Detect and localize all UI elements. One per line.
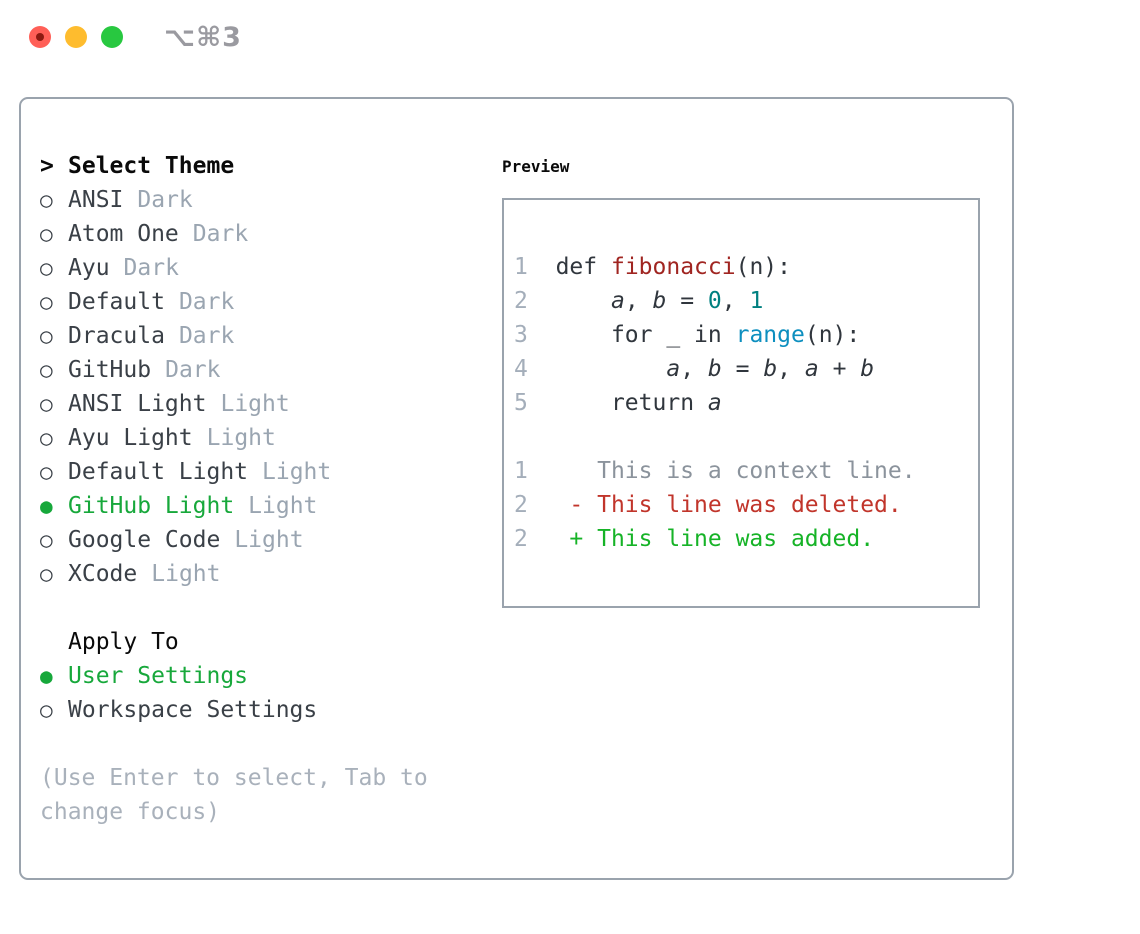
theme-option[interactable]: ○ Ayu Dark [40, 251, 495, 285]
apply-to-name: Workspace Settings [68, 697, 318, 723]
close-dot-icon [36, 33, 44, 41]
line-number: 2 [514, 288, 528, 314]
theme-option[interactable]: ○ Default Dark [40, 285, 495, 319]
theme-name: XCode [68, 561, 138, 587]
radio-icon: ○ [40, 426, 53, 450]
theme-variant-tag: Dark [123, 255, 179, 281]
code-line: 4 a, b = b, a + b [514, 356, 875, 382]
theme-variant-tag: Light [206, 425, 276, 451]
line-number: 1 [514, 254, 528, 280]
theme-option[interactable]: ● GitHub Light Light [40, 489, 495, 523]
line-number: 5 [514, 390, 528, 416]
theme-list: ○ ANSI Dark ○ Atom One Dark ○ Ayu Dark [40, 183, 495, 591]
theme-name: GitHub [68, 357, 152, 383]
code-line: 2 + This line was added. [514, 526, 875, 552]
preview-column: Preview 1 def fibonacci(n): 2 a, b = 0, 1… [502, 149, 1002, 608]
radio-icon: ○ [40, 528, 53, 552]
theme-variant-tag: Dark [192, 221, 249, 247]
line-number: 2 [514, 492, 528, 518]
line-number: 3 [514, 322, 528, 348]
radio-icon: ○ [40, 358, 53, 382]
apply-to-list: ● User Settings ○ Workspace Settings [40, 659, 495, 727]
radio-icon: ○ [40, 256, 53, 280]
preview-pane: 1 def fibonacci(n): 2 a, b = 0, 1 3 for _ … [502, 198, 980, 608]
line-number: 4 [514, 356, 528, 382]
line-number: 1 [514, 458, 528, 484]
radio-icon: ○ [40, 460, 53, 484]
hint-text: (Use Enter to select, Tab to change focu… [40, 765, 428, 825]
apply-to-option[interactable]: ○ Workspace Settings [40, 693, 495, 727]
theme-variant-tag: Dark [137, 187, 193, 213]
theme-name: Google Code [68, 527, 221, 553]
radio-icon: ○ [40, 562, 53, 586]
theme-option[interactable]: ○ XCode Light [40, 557, 495, 591]
radio-icon: ● [40, 664, 53, 688]
select-theme-title: Select Theme [68, 153, 235, 179]
theme-variant-tag: Light [248, 493, 318, 519]
theme-name: Dracula [68, 323, 165, 349]
theme-variant-tag: Light [151, 561, 221, 587]
apply-to-option[interactable]: ● User Settings [40, 659, 495, 693]
theme-option[interactable]: ○ Default Light Light [40, 455, 495, 489]
theme-variant-tag: Light [262, 459, 332, 485]
theme-name: Ayu [68, 255, 110, 281]
theme-variant-tag: Dark [178, 323, 235, 349]
theme-option[interactable]: ○ Ayu Light Light [40, 421, 495, 455]
theme-name: Default Light [68, 459, 249, 485]
apply-to-name: User Settings [68, 663, 249, 689]
radio-icon: ○ [40, 222, 53, 246]
radio-icon: ○ [40, 392, 53, 416]
preview-header: Preview [502, 149, 1002, 183]
theme-variant-tag: Light [234, 527, 304, 553]
radio-icon: ○ [40, 188, 53, 212]
code-line: 1 def fibonacci(n): [514, 254, 791, 280]
theme-picker-column: > Select Theme ○ ANSI Dark ○ Atom One Da… [40, 149, 495, 829]
theme-name: Atom One [68, 221, 179, 247]
code-line: 2 - This line was deleted. [514, 492, 902, 518]
minimize-button[interactable] [65, 26, 87, 48]
preview-title: Preview [502, 156, 570, 176]
radio-icon: ○ [40, 324, 53, 348]
theme-option[interactable]: ○ Atom One Dark [40, 217, 495, 251]
code-line: 2 a, b = 0, 1 [514, 288, 764, 314]
code-line: 5 return a [514, 390, 722, 416]
theme-name: GitHub Light [68, 493, 235, 519]
line-number: 2 [514, 526, 528, 552]
theme-option[interactable]: ○ ANSI Dark [40, 183, 495, 217]
theme-variant-tag: Dark [165, 357, 221, 383]
code-blank-line [514, 420, 968, 454]
select-theme-header: > Select Theme [40, 149, 495, 183]
theme-option[interactable]: ○ ANSI Light Light [40, 387, 495, 421]
theme-option[interactable]: ○ Google Code Light [40, 523, 495, 557]
code-line: 3 for _ in range(n): [514, 322, 861, 348]
radio-icon: ● [40, 494, 53, 518]
window-title: ⌥⌘3 [164, 22, 242, 53]
theme-option[interactable]: ○ Dracula Dark [40, 319, 495, 353]
window-titlebar: ⌥⌘3 [0, 0, 1140, 72]
radio-icon: ○ [40, 698, 53, 722]
theme-name: ANSI [68, 187, 124, 213]
theme-picker-panel: > Select Theme ○ ANSI Dark ○ Atom One Da… [19, 97, 1014, 880]
theme-variant-tag: Dark [178, 289, 235, 315]
close-button[interactable] [29, 26, 51, 48]
apply-to-title: Apply To [68, 629, 179, 655]
theme-name: Default [68, 289, 165, 315]
theme-name: ANSI Light [68, 391, 207, 417]
code-line: 1 This is a context line. [514, 458, 916, 484]
theme-option[interactable]: ○ GitHub Dark [40, 353, 495, 387]
theme-variant-tag: Light [220, 391, 290, 417]
theme-name: Ayu Light [68, 425, 193, 451]
apply-to-header: Apply To [40, 625, 495, 659]
prompt-icon: > [40, 153, 54, 179]
zoom-button[interactable] [101, 26, 123, 48]
radio-icon: ○ [40, 290, 53, 314]
